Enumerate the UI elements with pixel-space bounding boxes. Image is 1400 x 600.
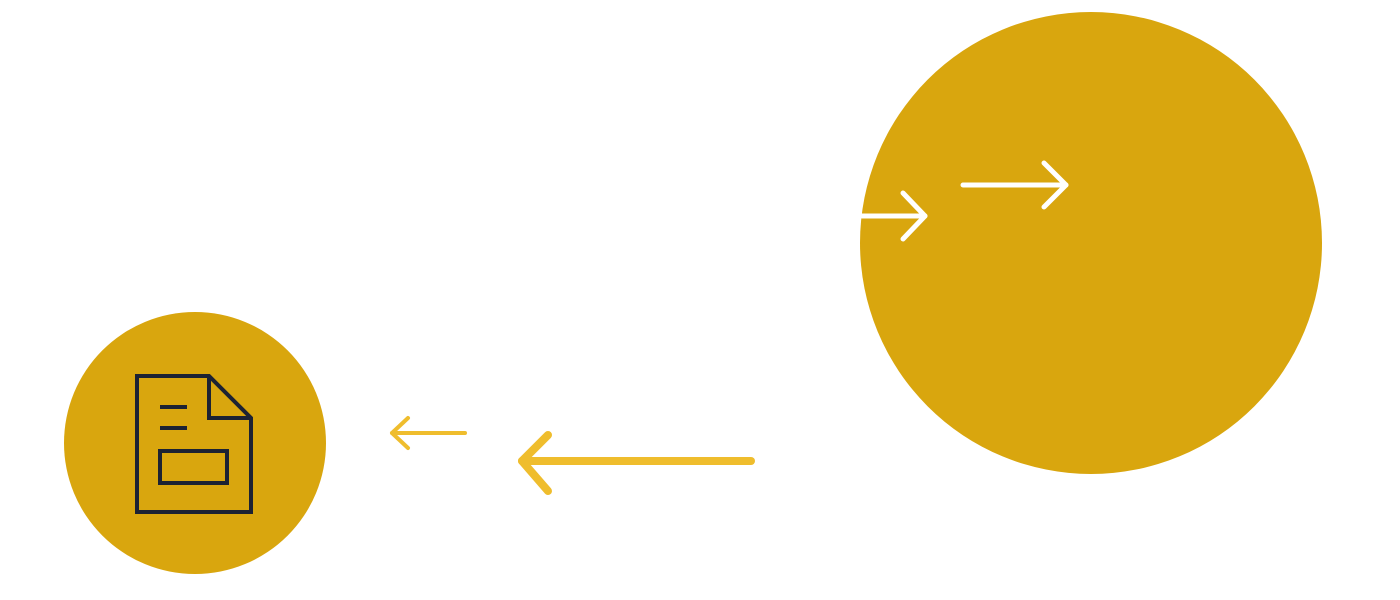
arrow-right-icon — [960, 160, 1069, 210]
document-icon — [135, 374, 253, 514]
large-circle — [860, 12, 1322, 474]
arrow-right-icon — [859, 190, 928, 242]
small-circle — [64, 312, 326, 574]
arrow-left-icon — [518, 431, 755, 495]
arrow-left-icon — [390, 416, 467, 450]
